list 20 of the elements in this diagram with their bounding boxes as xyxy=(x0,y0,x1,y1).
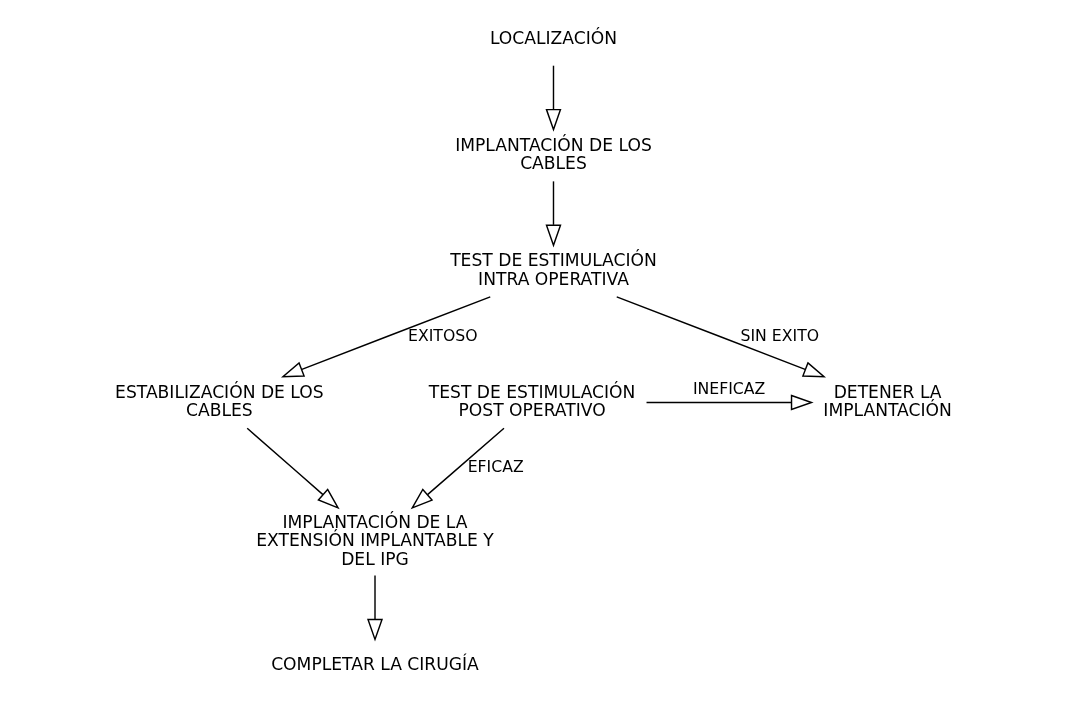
arrow xyxy=(367,574,383,642)
arrow xyxy=(545,180,562,248)
edge-label: EFICAZ xyxy=(467,457,524,477)
node-text: IMPLANTACIÓN DE LA EXTENSIÓN IMPLANTABLE Y DEL IPG xyxy=(256,511,494,569)
node-text: TEST DE ESTIMULACIÓN INTRA OPERATIVA xyxy=(450,250,657,289)
node-text: LOCALIZACIÓN xyxy=(489,28,618,49)
arrow xyxy=(545,65,562,132)
edge-label: EXITOSO xyxy=(408,325,478,345)
arrow xyxy=(410,427,505,510)
node-text: DETENER LA IMPLANTACIÓN xyxy=(823,381,952,421)
arrow xyxy=(616,296,827,378)
node-text: IMPLANTACIÓN DE LOS CABLES xyxy=(455,134,652,174)
node-text: ESTABILIZACIÓN DE LOS CABLES xyxy=(115,381,324,421)
arrow xyxy=(280,296,491,378)
edge-label: SIN EXITO xyxy=(740,325,820,345)
node-text: COMPLETAR LA CIRUGÍA xyxy=(271,653,479,674)
arrow xyxy=(246,427,340,510)
arrow xyxy=(645,394,814,411)
edge-label: INEFICAZ xyxy=(692,378,766,398)
node-text: TEST DE ESTIMULACIÓN POST OPERATIVO xyxy=(428,381,636,421)
